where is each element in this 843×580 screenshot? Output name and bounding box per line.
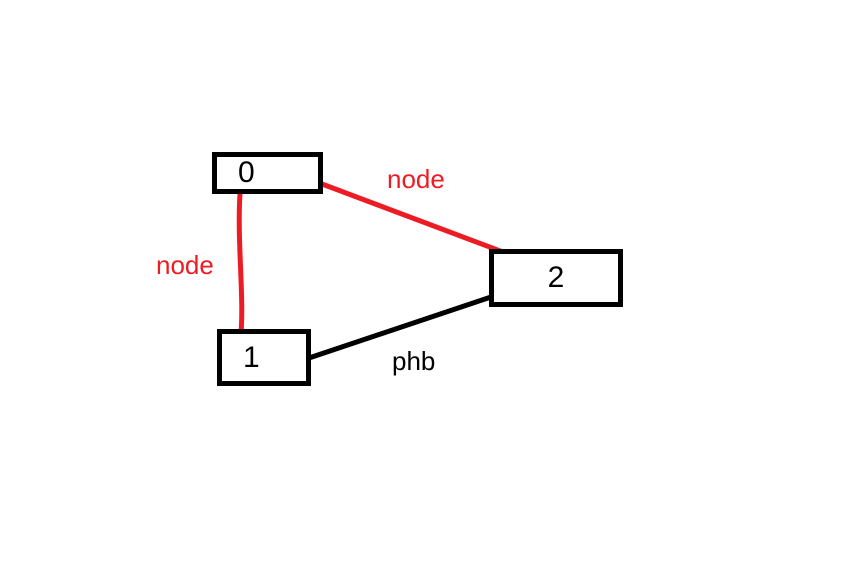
edge-0-1 <box>236 191 245 336</box>
node-label-1: 1 <box>243 340 260 374</box>
edge-label-node-left: node <box>156 250 214 280</box>
edge-1-2 <box>308 294 492 361</box>
node-box-2: 2 <box>489 249 623 307</box>
node-label-2: 2 <box>547 261 565 294</box>
edge-0-2 <box>319 181 514 258</box>
node-box-1: 1 <box>217 329 311 386</box>
edge-label-node-top: node <box>387 164 445 194</box>
edge-label-phb: phb <box>392 346 435 376</box>
node-box-0: 0 <box>212 152 323 194</box>
node-label-0: 0 <box>238 156 255 189</box>
